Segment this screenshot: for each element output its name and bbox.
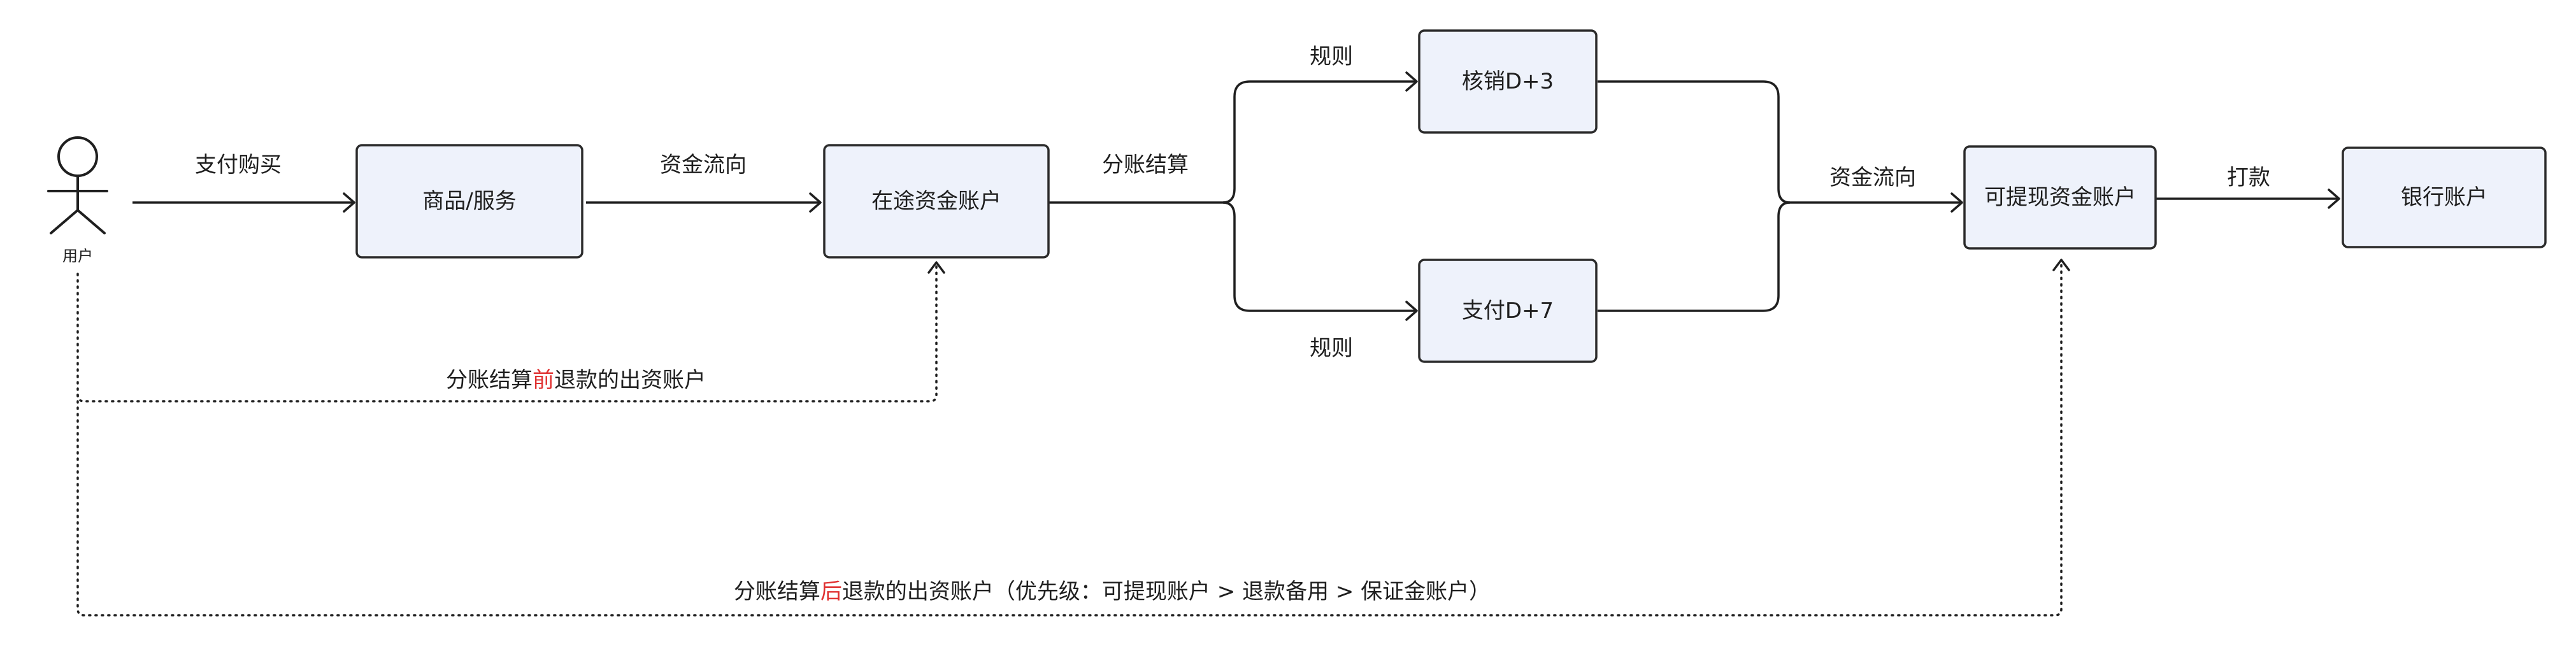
user-leg-left: [50, 209, 79, 234]
refund-before-prefix: 分账结算: [446, 367, 533, 393]
refund-after-line: [76, 261, 2063, 617]
edge-label-payout: 打款: [2227, 165, 2270, 190]
node-goods-label: 商品/服务: [422, 189, 516, 214]
node-verify-box[interactable]: [1418, 29, 1598, 134]
node-withdrawable-box[interactable]: [1963, 145, 2157, 250]
edge-label-pay-buy: 支付购买: [195, 152, 282, 178]
edge-pay-merge: [1598, 201, 1791, 312]
node-verify-label: 核销D+3: [1462, 69, 1554, 94]
refund-after-label: 分账结算后退款的出资账户（优先级：可提现账户 > 退款备用 > 保证金账户）: [734, 579, 1491, 604]
arrow-head-verify: [1405, 71, 1418, 92]
refund-before-label: 分账结算前退款的出资账户: [446, 367, 706, 393]
user-label: 用户: [62, 247, 93, 265]
node-withdrawable-label: 可提现资金账户: [1984, 185, 2136, 210]
arrow-head-withdrawable: [1950, 192, 1963, 213]
node-transit[interactable]: 在途资金账户: [823, 144, 1050, 259]
node-bank-box[interactable]: [2342, 146, 2547, 248]
edge-label-rule-top: 规则: [1310, 44, 1353, 69]
edge-label-flow-1: 资金流向: [660, 152, 747, 178]
node-transit-box[interactable]: [823, 144, 1050, 259]
arrow-head-goods: [343, 192, 355, 213]
node-transit-label: 在途资金账户: [871, 189, 1001, 214]
refund-before-line: [76, 264, 938, 403]
arrow-head-transit: [809, 192, 822, 213]
user-head: [57, 136, 98, 177]
node-pay-label: 支付D+7: [1462, 298, 1554, 324]
node-withdrawable[interactable]: 可提现资金账户: [1963, 145, 2157, 250]
node-bank[interactable]: 银行账户: [2342, 146, 2547, 248]
refund-after-suffix: 退款的出资账户（优先级：可提现账户 > 退款备用 > 保证金账户）: [842, 579, 1491, 604]
user-leg-right: [76, 209, 106, 234]
arrow-head-bank: [2328, 189, 2340, 209]
node-verify[interactable]: 核销D+3: [1418, 29, 1598, 134]
refund-before-highlight: 前: [533, 367, 554, 393]
arrow-head-pay: [1405, 301, 1418, 321]
refund-before-arrow-head: [927, 261, 945, 274]
edge-split-verify: [1222, 80, 1415, 204]
refund-before-suffix: 退款的出资账户: [554, 367, 706, 393]
node-bank-label: 银行账户: [2401, 185, 2487, 210]
edge-label-rule-bottom: 规则: [1310, 336, 1353, 361]
edge-label-split: 分账结算: [1102, 152, 1189, 178]
refund-after-highlight: 后: [820, 579, 842, 604]
node-goods[interactable]: 商品/服务: [355, 144, 583, 259]
edge-split-pay: [1222, 201, 1415, 312]
user-actor: 用户: [47, 136, 108, 265]
node-pay[interactable]: 支付D+7: [1418, 259, 1598, 363]
refund-after-arrow-head: [2052, 259, 2070, 271]
refund-after-prefix: 分账结算: [734, 579, 820, 604]
node-goods-box[interactable]: [355, 144, 583, 259]
edge-label-flow-2: 资金流向: [1829, 165, 1916, 190]
node-pay-box[interactable]: [1418, 259, 1598, 363]
edge-verify-merge: [1598, 80, 1791, 204]
